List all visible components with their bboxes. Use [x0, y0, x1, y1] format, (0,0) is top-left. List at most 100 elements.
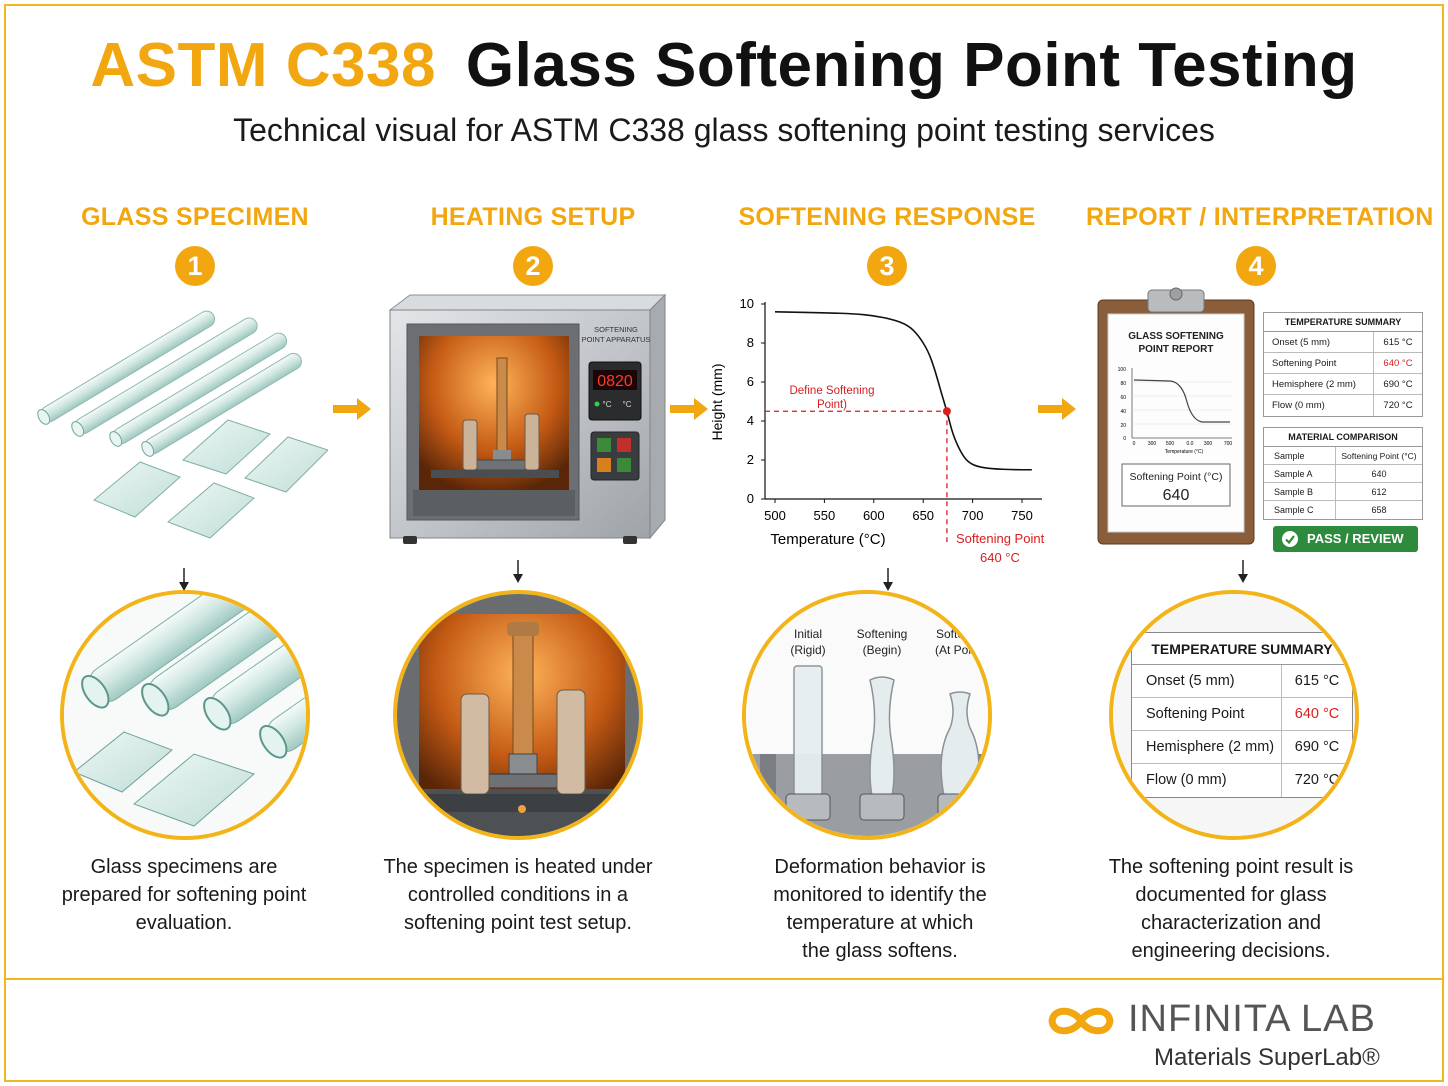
- step-2-heading: HEATING SETUP: [430, 203, 636, 231]
- mini-ytick: 60: [1120, 395, 1126, 401]
- desc-line: monitored to identify the: [773, 884, 987, 906]
- pass-review-badge: PASS / REVIEW: [1273, 526, 1418, 552]
- step-2-description: The specimen is heated under controlled …: [348, 853, 688, 937]
- table-row: Hemisphere (2 mm)690 °C: [1132, 731, 1352, 764]
- desc-line: softening point test setup.: [404, 912, 632, 934]
- temperature-summary-small-title: TEMPERATURE SUMMARY: [1264, 313, 1422, 332]
- desc-line: controlled conditions in a: [407, 884, 629, 906]
- step-1-badge: 1: [175, 246, 215, 286]
- mini-ytick: 80: [1120, 381, 1126, 387]
- chart-ytick-label: 4: [747, 413, 754, 428]
- step-1-description: Glass specimens are prepared for softeni…: [14, 853, 354, 937]
- report-title-1: GLASS SOFTENING: [1128, 331, 1224, 342]
- desc-line: engineering decisions.: [1131, 940, 1331, 962]
- apparatus-display: 0820: [597, 373, 633, 390]
- glass-closeup-illustration: [64, 594, 306, 836]
- apparatus-unit-1: °C: [603, 400, 612, 409]
- report-result-value: 640: [1163, 487, 1190, 504]
- stage-initial-label-1: Initial: [794, 627, 822, 641]
- chart-xtick-label: 600: [863, 508, 885, 523]
- step-4-badge: 4: [1236, 246, 1276, 286]
- chart-xtick-label: 500: [764, 508, 786, 523]
- check-circle-icon: [1282, 531, 1298, 547]
- step-1-heading: GLASS SPECIMEN: [81, 203, 309, 231]
- title-main: Glass Softening Point Testing: [465, 31, 1358, 100]
- arrow-down-icon: [179, 568, 189, 591]
- chart-xtick-label: 700: [962, 508, 984, 523]
- mini-xtick: 0.0: [1187, 441, 1194, 447]
- step-2-badge: 2: [513, 246, 553, 286]
- chart-series-line: [774, 311, 1032, 471]
- desc-line: The softening point result is: [1108, 856, 1354, 878]
- page-subtitle: Technical visual for ASTM C338 glass sof…: [233, 112, 1215, 148]
- logo-tagline: Materials SuperLab®: [1154, 1044, 1380, 1071]
- desc-line: The specimen is heated under: [383, 856, 653, 878]
- desc-line: characterization and: [1140, 912, 1322, 934]
- step-4-description: The softening point result is documented…: [1061, 853, 1401, 965]
- apparatus-label-1: SOFTENING: [594, 325, 638, 334]
- chart-ylabel: Height (mm): [712, 363, 725, 440]
- table-row: Flow (0 mm)720 °C: [1264, 395, 1422, 416]
- report-clipboard: GLASS SOFTENING POINT REPORT 100 80 60 4…: [1097, 287, 1255, 545]
- arrow-down-icon: [1238, 560, 1248, 583]
- chart-xtick-label: 750: [1011, 508, 1033, 523]
- temperature-summary-small: TEMPERATURE SUMMARY Onset (5 mm)615 °C S…: [1263, 312, 1423, 417]
- chart-ytick-label: 8: [747, 335, 754, 350]
- desc-line: Glass specimens are: [90, 856, 278, 878]
- glass-specimens-illustration: [37, 310, 328, 539]
- page-frame: [4, 4, 1444, 1082]
- mini-xtick: 700: [1224, 441, 1233, 447]
- report-result-label: Softening Point (°C): [1130, 471, 1223, 483]
- table-row: Flow (0 mm)720 °C: [1132, 764, 1352, 797]
- apparatus-button-orange[interactable]: [597, 458, 611, 472]
- softening-point-apparatus: SOFTENING POINT APPARATUS 0820 °C °C: [388, 293, 667, 544]
- chart-annotation-define-1: Define Softening: [789, 385, 874, 397]
- desc-line: evaluation.: [135, 912, 233, 934]
- pass-review-label: PASS / REVIEW: [1307, 531, 1404, 546]
- material-comparison-title: MATERIAL COMPARISON: [1264, 428, 1422, 447]
- glass-plates: [93, 419, 328, 539]
- arrow-right-icon: [1038, 398, 1076, 420]
- apparatus-button-red[interactable]: [617, 438, 631, 452]
- heating-closeup-circle: [393, 590, 643, 840]
- apparatus-button-green[interactable]: [597, 438, 611, 452]
- chart-xtick-label: 650: [912, 508, 934, 523]
- stage-begin-label-2: (Begin): [863, 643, 902, 657]
- desc-line: the glass softens.: [802, 940, 958, 962]
- mini-ytick: 100: [1118, 367, 1127, 373]
- arrow-right-icon: [333, 398, 371, 420]
- title-standard: ASTM C338: [90, 31, 436, 100]
- chart-xtick-label: 550: [814, 508, 836, 523]
- deformation-stages-illustration: Initial (Rigid) Softening (Begin) Soften…: [746, 594, 988, 836]
- chart-x-ticks: 500 550 600 650 700 750: [764, 499, 1033, 523]
- temperature-summary-large-title: TEMPERATURE SUMMARY: [1132, 633, 1352, 665]
- arrow-down-icon: [883, 568, 893, 591]
- step-3-badge: 3: [867, 246, 907, 286]
- chart-annotation-point-2: 640 °C: [980, 550, 1020, 565]
- chart-annotation-define-2: Point): [817, 399, 847, 411]
- chart-ytick-label: 2: [747, 452, 754, 467]
- chart-ytick-label: 0: [747, 491, 754, 506]
- apparatus-unit-2: °C: [623, 400, 632, 409]
- mini-ytick: 40: [1120, 409, 1126, 415]
- table-row: Hemisphere (2 mm)690 °C: [1264, 374, 1422, 395]
- step-4-heading: REPORT / INTERPRETATION: [1086, 203, 1434, 231]
- apparatus-button-green-2[interactable]: [617, 458, 631, 472]
- deformation-stages-circle: Initial (Rigid) Softening (Begin) Soften…: [742, 590, 992, 840]
- temperature-summary-large: TEMPERATURE SUMMARY Onset (5 mm)615 °C S…: [1131, 632, 1353, 798]
- temperature-summary-circle: TEMPERATURE SUMMARY Onset (5 mm)615 °C S…: [1109, 590, 1359, 840]
- chart-annotation-point-1: Softening Point: [956, 531, 1045, 546]
- page-title: ASTM C338 Glass Softening Point Testing: [0, 30, 1448, 101]
- glass-rods: [37, 310, 302, 457]
- mini-xlabel: Temperature (°C): [1165, 449, 1204, 455]
- step-3-description: Deformation behavior is monitored to ide…: [710, 853, 1050, 965]
